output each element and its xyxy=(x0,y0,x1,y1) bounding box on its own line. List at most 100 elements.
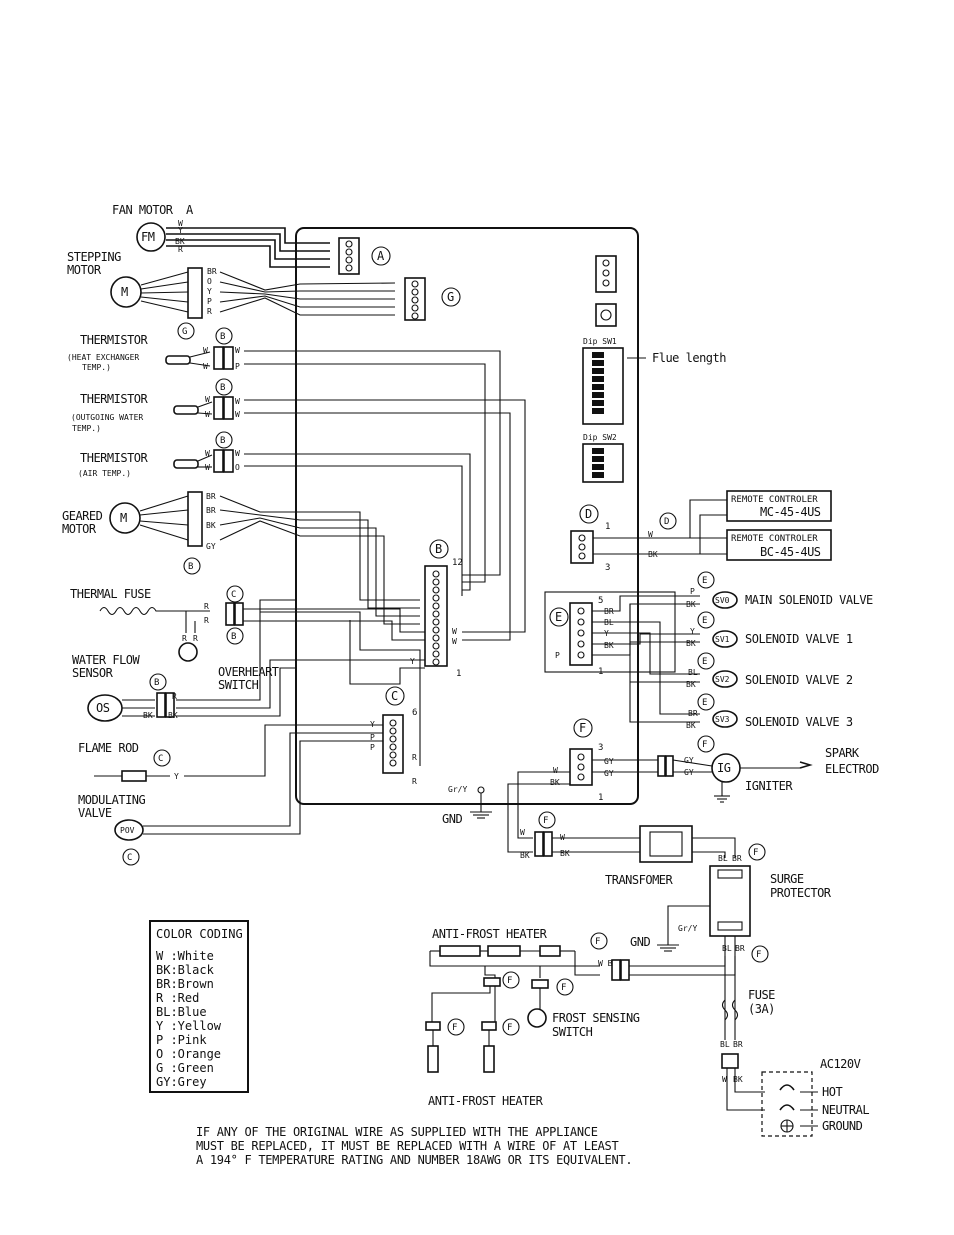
thermistor-water-wire-1: W xyxy=(205,395,210,404)
heater-left-tag: F xyxy=(452,1023,457,1033)
connector-b xyxy=(424,565,448,667)
thermistor-water-wire-2: W xyxy=(205,410,210,419)
connector-d xyxy=(570,530,594,564)
valve-0-code: SV0 xyxy=(715,596,730,605)
remote-controller-1 xyxy=(726,490,832,522)
connector-b-wire-1: W xyxy=(452,627,457,636)
color-legend xyxy=(149,920,249,1093)
water-flow-symbol-text: OS xyxy=(96,701,110,715)
connector-a-tag-circle xyxy=(371,246,391,266)
solenoid-wiring xyxy=(592,595,700,723)
transformer-wire-4: BK xyxy=(560,849,570,858)
overheat-switch-symbol xyxy=(178,642,198,662)
stepping-connector-tag: G xyxy=(182,327,187,337)
connector-top-right xyxy=(595,255,617,293)
legend-entry-2: BK:Black xyxy=(156,963,215,977)
valve-3-tag: E xyxy=(702,698,707,708)
connector-b-tag: B xyxy=(435,542,442,556)
modulating-label-1: MODULATING xyxy=(78,793,146,807)
connector-f-wire-3: GY xyxy=(604,757,614,766)
fan-wire-2: Y xyxy=(178,226,183,235)
fan-motor-label: FAN MOTOR xyxy=(112,203,174,217)
power-ground: GROUND xyxy=(822,1119,863,1133)
modulating-valve-symbol xyxy=(114,819,144,841)
water-flow-wire-3: BK xyxy=(168,711,178,720)
geared-motor-symbol-text: M xyxy=(120,511,127,525)
thermal-fuse-symbol xyxy=(99,606,210,616)
ground-1-label: GND xyxy=(442,812,462,826)
water-flow-label-2: SENSOR xyxy=(72,666,114,680)
geared-wire-1: BR xyxy=(206,492,216,501)
connector-e-wire-1: P xyxy=(555,651,560,660)
note-line-1: IF ANY OF THE ORIGINAL WIRE AS SUPPLIED … xyxy=(196,1125,598,1139)
thermistor-heat-rwire-2: P xyxy=(235,362,240,371)
connector-f-pin-first: 3 xyxy=(598,743,603,753)
thermal-fuse-wire-1: R xyxy=(204,602,209,611)
power-outlet xyxy=(761,1071,813,1137)
overheat-wire-1: R xyxy=(182,634,187,643)
thermistor-air-sub: (AIR TEMP.) xyxy=(78,469,131,478)
fan-motor-symbol-text: FM xyxy=(141,230,155,244)
geared-wire-2: BR xyxy=(206,506,216,515)
frost-switch-label-2: SWITCH xyxy=(552,1025,593,1039)
legend-entry-10: GY:Grey xyxy=(156,1075,207,1089)
fuse-wire-1: BL xyxy=(720,1040,730,1049)
connector-b-wire-3: Y xyxy=(410,657,415,666)
power-label: AC120V xyxy=(820,1057,861,1071)
remote-2-line2: BC-45-4US xyxy=(760,545,821,559)
connector-f xyxy=(569,748,593,786)
valve-2-label: SOLENOID VALVE 2 xyxy=(745,673,853,687)
valve-0-tag: E xyxy=(702,576,707,586)
connector-e-tag: E xyxy=(555,610,562,624)
valve-0-wire-2: BK xyxy=(686,600,696,609)
igniter-wire-2: GY xyxy=(684,768,694,777)
connector-e xyxy=(569,602,593,666)
legend-entry-7: P :Pink xyxy=(156,1033,207,1047)
thermistor-water-label: THERMISTOR xyxy=(80,392,149,406)
valve-2-code: SV2 xyxy=(715,675,730,684)
thermal-fuse-wire-2: R xyxy=(204,616,209,625)
surge-wire-2: BR xyxy=(732,854,742,863)
connector-a-tag: A xyxy=(377,249,385,263)
ground-2-label: GND xyxy=(630,935,650,949)
connector-f-tag: F xyxy=(579,721,586,735)
thermistor-heat-sub-1: (HEAT EXCHANGER xyxy=(67,353,139,362)
note-line-3: A 194° F TEMPERATURE RATING AND NUMBER 1… xyxy=(196,1153,632,1167)
remote-2-line1: REMOTE CONTROLER xyxy=(731,534,818,544)
connector-f-wire-2: BK xyxy=(550,778,560,787)
legend-entry-6: Y :Yellow xyxy=(156,1019,222,1033)
connector-c-wire-4: R xyxy=(412,753,417,762)
thermistor-water-rwire-1: W xyxy=(235,397,240,406)
water-flow-wire-2: BK xyxy=(143,711,153,720)
thermistor-heat-tag: B xyxy=(220,332,225,342)
water-flow-tag: B xyxy=(154,678,159,688)
modulating-valve-symbol-text: POV xyxy=(120,826,135,835)
stepping-wire-5: R xyxy=(207,307,212,316)
connector-d-wire-1: W xyxy=(648,530,653,539)
legend-entry-9: G :Green xyxy=(156,1061,214,1075)
fuse-wire-2: BR xyxy=(733,1040,743,1049)
igniter-wire-1: GY xyxy=(684,756,694,765)
transformer-label: TRANSFOMER xyxy=(605,873,674,887)
connector-b-pin-last: 1 xyxy=(456,669,461,679)
connector-c-wire-5: R xyxy=(412,777,417,786)
dip-sw2-switches xyxy=(592,448,604,478)
surge-bottom-wire-1: BL xyxy=(722,944,732,953)
connector-g-tag: G xyxy=(447,290,454,304)
flame-rod-symbol xyxy=(121,770,147,782)
valve-1-wire-2: BK xyxy=(686,639,696,648)
thermistor-air-wire-1: W xyxy=(205,449,210,458)
thermistor-water-tag: B xyxy=(220,383,225,393)
transformer-tag: F xyxy=(543,816,548,826)
connector-f-wire-1: W xyxy=(553,766,558,775)
fan-wire-3: BK xyxy=(175,237,185,246)
heater-tag: F xyxy=(595,937,600,947)
stepping-motor-wires xyxy=(140,271,396,316)
valve-2-tag: E xyxy=(702,657,707,667)
geared-motor-wires xyxy=(219,495,420,625)
geared-motor-symbol xyxy=(109,502,141,534)
connector-b-wire-2: W xyxy=(452,637,457,646)
heater-wire-1: W BK xyxy=(598,959,617,968)
geared-wire-4: GY xyxy=(206,542,216,551)
frost-switch-symbol xyxy=(527,1008,547,1028)
